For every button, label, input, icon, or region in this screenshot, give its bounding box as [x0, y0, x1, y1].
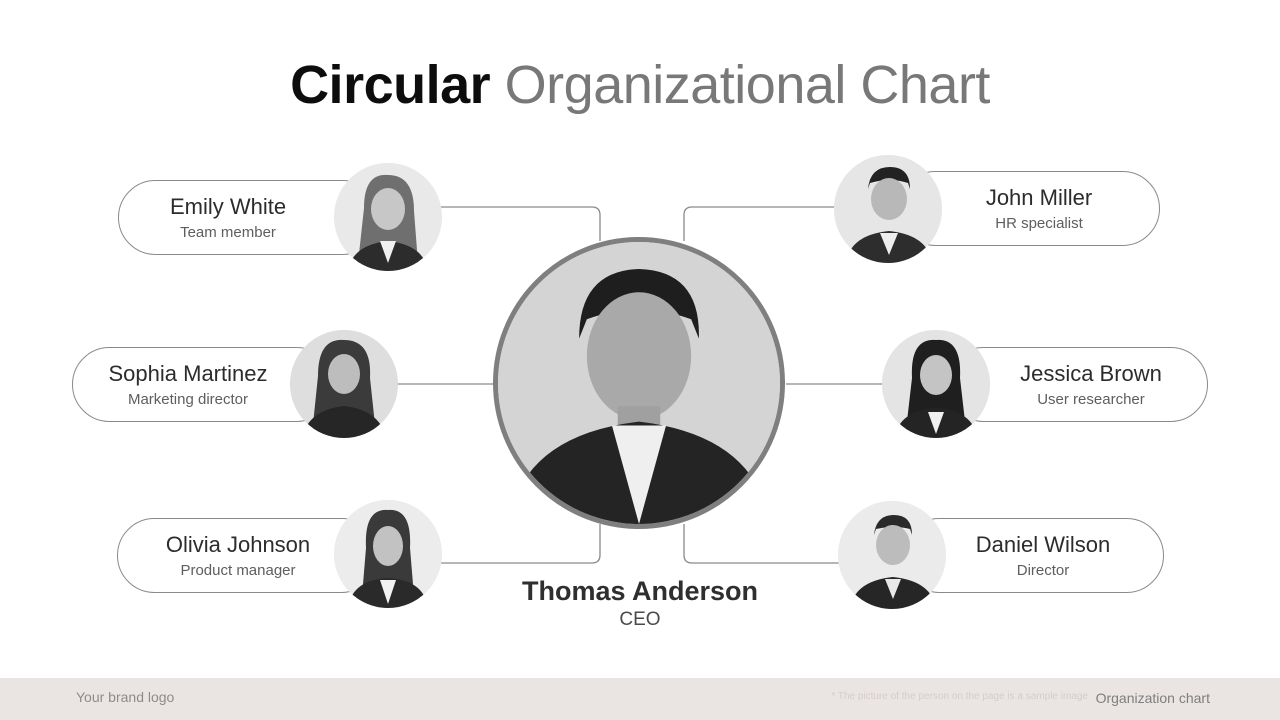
member-name: Olivia Johnson: [165, 532, 311, 557]
member-role: Marketing director: [127, 391, 249, 408]
avatar-daniel-wilson: [838, 501, 946, 609]
avatar-jessica-brown: [882, 330, 990, 438]
ceo-photo: [493, 237, 785, 529]
footer-bar: Your brand logo * The picture of the per…: [0, 678, 1280, 720]
title-part-2: Organizational Chart: [504, 55, 991, 115]
member-name: Emily White: [169, 194, 287, 219]
title-part-1: Circular: [290, 55, 491, 115]
ceo-name: Thomas Anderson: [521, 576, 759, 606]
member-role: User researcher: [1037, 391, 1145, 408]
member-name: Sophia Martinez: [108, 361, 268, 386]
footer-label: Organization chart: [1095, 690, 1210, 706]
member-role: Product manager: [180, 562, 296, 579]
member-card-john-miller: John Miller HR specialist: [898, 171, 1160, 246]
member-name: Jessica Brown: [1020, 361, 1162, 386]
avatar-olivia-johnson: [334, 500, 442, 608]
brand-logo-text: Your brand logo: [76, 689, 175, 705]
member-role: Team member: [180, 224, 276, 241]
avatar-john-miller: [834, 155, 942, 263]
avatar-emily-white: [334, 163, 442, 271]
sample-image-note: * The picture of the person on the page …: [831, 691, 1088, 702]
member-role: HR specialist: [995, 215, 1083, 232]
avatar-sophia-martinez: [290, 330, 398, 438]
member-name: John Miller: [985, 185, 1093, 210]
ceo-role: CEO: [619, 609, 661, 630]
page-title: Circular Organizational Chart: [0, 52, 1280, 118]
member-role: Director: [1016, 562, 1070, 579]
member-name: Daniel Wilson: [975, 532, 1111, 557]
